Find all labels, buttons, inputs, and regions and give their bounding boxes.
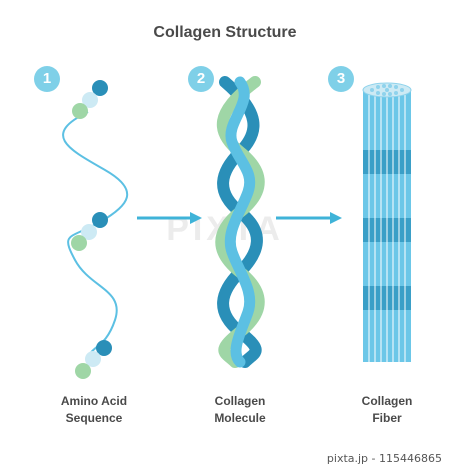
step-2-label-line2: Molecule xyxy=(214,411,266,425)
step-3-caption: Collagen Fiber xyxy=(327,393,447,427)
amino-acid-bead xyxy=(71,235,87,251)
step-1-caption: Amino Acid Sequence xyxy=(34,393,154,427)
image-id-footer: pixta.jp - 115446865 xyxy=(326,452,442,465)
triple-helix xyxy=(215,76,265,368)
step-1-badge: 1 xyxy=(34,66,60,92)
amino-acid-bead xyxy=(81,224,97,240)
step-2-label-line1: Collagen xyxy=(214,394,266,408)
diagram-title: Collagen Structure xyxy=(153,24,297,41)
step-3-label-line2: Fiber xyxy=(372,411,402,425)
step-3-badge: 3 xyxy=(328,66,354,92)
amino-acid-bead xyxy=(92,80,108,96)
step-3-label-line1: Collagen xyxy=(361,394,413,408)
step-2-caption: Collagen Molecule xyxy=(180,393,300,427)
step-1-label-line1: Amino Acid xyxy=(60,394,128,408)
amino-acid-bead xyxy=(75,363,91,379)
amino-acid-chain xyxy=(62,80,128,379)
amino-acid-bead xyxy=(92,212,108,228)
step-2-badge: 2 xyxy=(188,66,214,92)
amino-acid-bead xyxy=(85,351,101,367)
amino-acid-bead xyxy=(96,340,112,356)
arrow-2 xyxy=(276,212,342,224)
step-1-label-line2: Sequence xyxy=(65,411,123,425)
amino-acid-bead xyxy=(82,92,98,108)
arrow-1 xyxy=(137,212,202,224)
amino-acid-bead xyxy=(72,103,88,119)
collagen-fiber xyxy=(362,82,412,362)
